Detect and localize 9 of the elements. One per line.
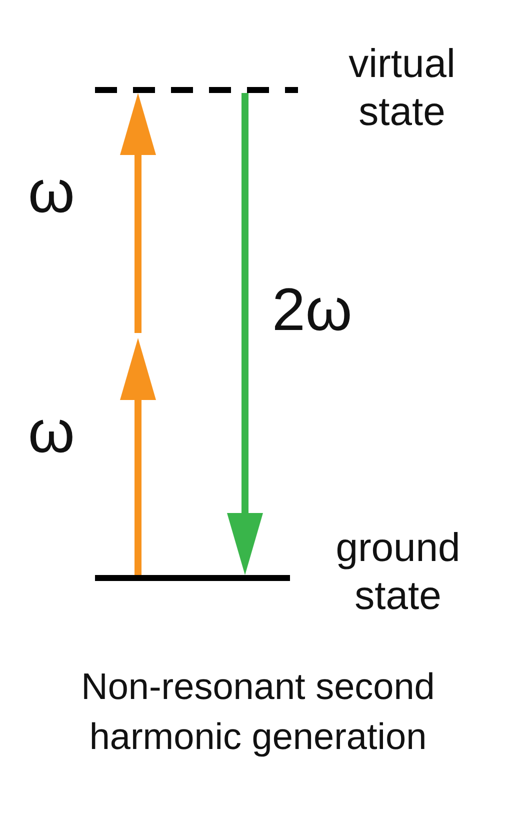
- level-label: ground state: [334, 525, 462, 620]
- arrow: [227, 93, 263, 575]
- level-label: virtual state: [348, 41, 456, 136]
- edge-label: 2ω: [272, 278, 352, 342]
- arrow: [120, 338, 156, 575]
- caption: Non-resonant second harmonic generation: [80, 665, 436, 759]
- edge-label: ω: [28, 160, 75, 224]
- edge-label: ω: [28, 400, 75, 464]
- arrow: [120, 93, 156, 333]
